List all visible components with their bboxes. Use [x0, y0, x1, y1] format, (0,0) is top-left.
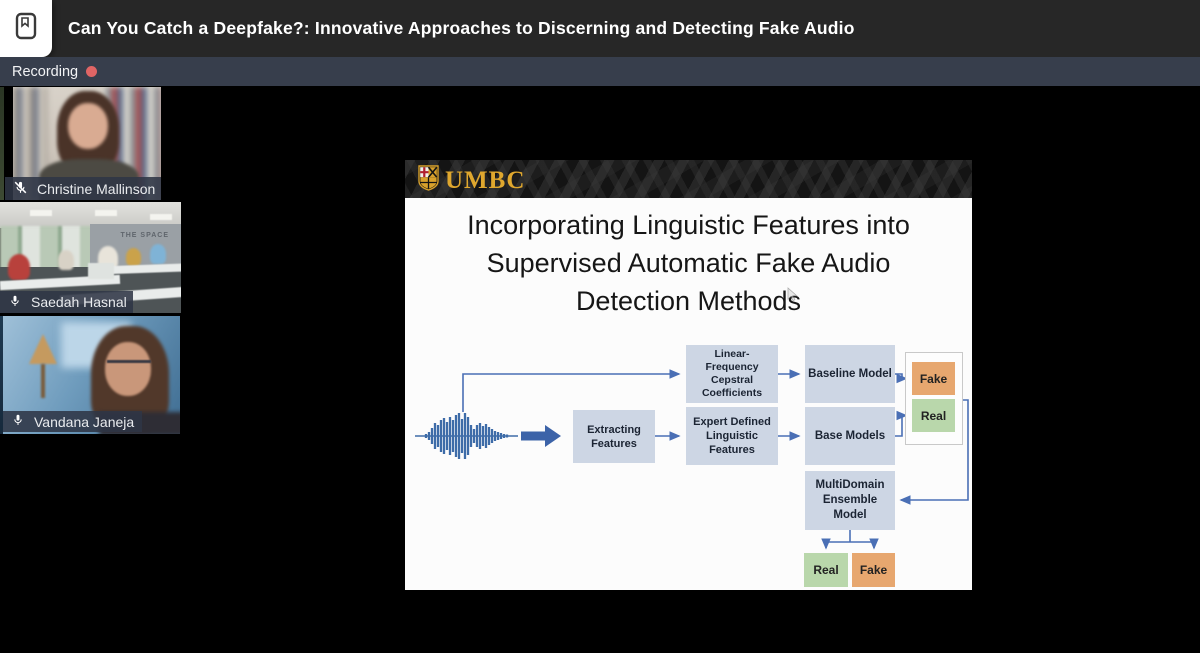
participant-name: Vandana Janeja: [34, 413, 135, 430]
person-silhouette: [68, 103, 108, 149]
person-silhouette: [105, 342, 151, 396]
recording-label: Recording: [12, 63, 79, 80]
flow-arrow-icon: [521, 425, 561, 447]
book-icon: [14, 11, 38, 46]
table-lamp: [41, 364, 45, 398]
laptop: [88, 263, 114, 279]
table-lamp: [29, 334, 57, 364]
mic-icon: [11, 413, 25, 430]
box-extracting-features: Extracting Features: [573, 410, 655, 463]
person-silhouette: [107, 360, 151, 371]
title-bar: Can You Catch a Deepfake?: Innovative Ap…: [0, 0, 1200, 57]
result-fake: Fake: [912, 362, 955, 395]
offscreen-video-sliver: [0, 87, 4, 200]
offscreen-video-sliver: [0, 316, 4, 434]
umbc-shield-icon: [418, 165, 439, 196]
box-base-models: Base Models: [805, 407, 895, 465]
ceiling-light: [150, 214, 172, 220]
person-silhouette: [58, 250, 74, 270]
diagram-connectors: [415, 287, 969, 550]
box-lfcc: Linear- Frequency Cepstral Coefficients: [686, 345, 778, 403]
box-expert-features: Expert Defined Linguistic Features: [686, 407, 778, 465]
umbc-logo: UMBC: [418, 165, 525, 196]
result-real-bottom: Real: [804, 553, 848, 587]
person-silhouette: [8, 254, 30, 280]
recording-dot-icon: [86, 66, 98, 77]
mic-icon: [8, 294, 22, 311]
participant-name-bar: Saedah Hasnal: [0, 291, 133, 313]
box-baseline-model: Baseline Model: [805, 345, 895, 403]
ceiling-light: [30, 210, 52, 216]
mic-muted-icon: [13, 180, 28, 198]
shared-screen-slide: UMBC Incorporating Linguistic Features i…: [405, 160, 972, 590]
room-wall-text: THE SPACE: [120, 232, 169, 239]
person-silhouette: [150, 244, 166, 264]
recording-bar: Recording: [0, 57, 1200, 86]
result-fake-bottom: Fake: [852, 553, 895, 587]
audio-waveform-icon: [415, 413, 518, 459]
participant-name-bar: Christine Mallinson: [5, 177, 161, 200]
maryland-flag-pattern: [405, 160, 972, 198]
umbc-wordmark: UMBC: [445, 166, 526, 194]
meeting-title: Can You Catch a Deepfake?: Innovative Ap…: [68, 18, 855, 38]
participant-name-bar: Vandana Janeja: [3, 411, 142, 432]
corner-tab[interactable]: [0, 0, 52, 57]
participant-name: Christine Mallinson: [37, 180, 156, 197]
ceiling-light: [95, 210, 117, 216]
result-real: Real: [912, 399, 955, 432]
slide-title: Incorporating Linguistic Features into S…: [467, 210, 910, 316]
person-silhouette: [126, 248, 141, 266]
participant-name: Saedah Hasnal: [31, 294, 127, 310]
box-multidomain-model: MultiDomain Ensemble Model: [805, 471, 895, 530]
slide-banner: UMBC: [405, 160, 972, 198]
mouse-cursor: [787, 287, 798, 302]
participant-strip: Christine Mallinson THE SPACE: [0, 87, 182, 437]
